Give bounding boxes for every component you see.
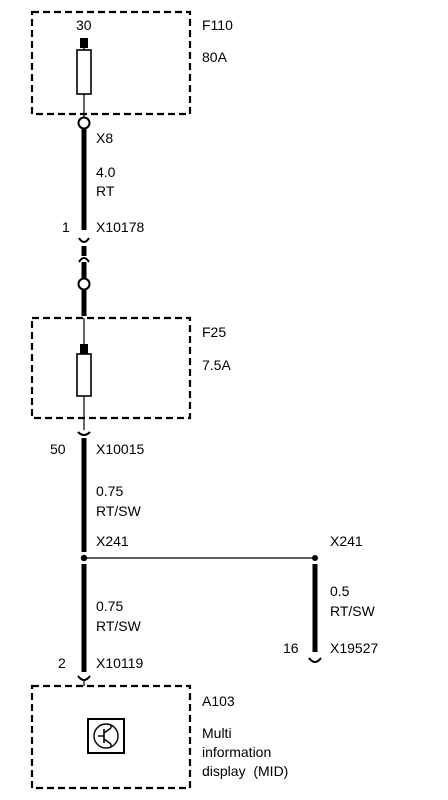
connector-x19527-pin: 16: [283, 640, 299, 656]
module-a103-id: A103: [202, 693, 235, 709]
fuse-f110-rating: 80A: [202, 49, 228, 65]
splice-x241-right-label: X241: [330, 533, 363, 549]
fuse-f110-icon: [76, 38, 92, 118]
connector-x8-ring-icon: [77, 116, 91, 130]
wire-4-size: 0.5: [330, 583, 350, 599]
connector-x10119-pin: 2: [58, 655, 66, 671]
connector-x8-label: X8: [96, 130, 113, 146]
fuse-f110-pin-label: 30: [76, 17, 92, 33]
wire-1-size: 4.0: [96, 164, 116, 180]
splice-x241-right-node: [312, 555, 318, 561]
connector-x10015-pin: 50: [50, 441, 66, 457]
wire-2-size: 0.75: [96, 483, 123, 499]
connector-ring-f25-icon: [77, 277, 91, 291]
wire-3-size: 0.75: [96, 598, 123, 614]
wire-4-color: RT/SW: [330, 603, 376, 619]
module-a103-desc-line3: display (MID): [202, 763, 288, 779]
connector-x10119-label: X10119: [96, 655, 143, 671]
module-a103-box: [30, 684, 192, 790]
module-a103-desc-line1: Multi: [202, 725, 232, 741]
connector-x10178-icon: [78, 237, 90, 278]
module-a103-desc-line2: information: [202, 744, 271, 760]
fuse-f25-rating: 7.5A: [202, 357, 231, 373]
fuse-f25-box: [30, 316, 192, 420]
connector-x19527-label: X19527: [330, 640, 378, 656]
fuse-f110-id: F110: [202, 17, 233, 33]
splice-x241-left-label: X241: [96, 533, 129, 549]
fuse-f110-box: [30, 10, 192, 116]
connector-x10015-label: X10015: [96, 441, 144, 457]
fuse-f25-icon: [76, 318, 92, 430]
connector-x10178-pin: 1: [62, 219, 70, 235]
electronic-module-icon: [87, 718, 125, 754]
connector-x10015-icon: [77, 431, 91, 436]
connector-x19527-icon: [308, 657, 322, 663]
fuse-f25-id: F25: [202, 324, 226, 340]
wire-3-color: RT/SW: [96, 618, 142, 634]
wire-2-color: RT/SW: [96, 503, 142, 519]
wire-1-color: RT: [96, 183, 115, 199]
connector-x10178-label: X10178: [96, 219, 144, 235]
connector-x10119-icon: [77, 675, 91, 681]
